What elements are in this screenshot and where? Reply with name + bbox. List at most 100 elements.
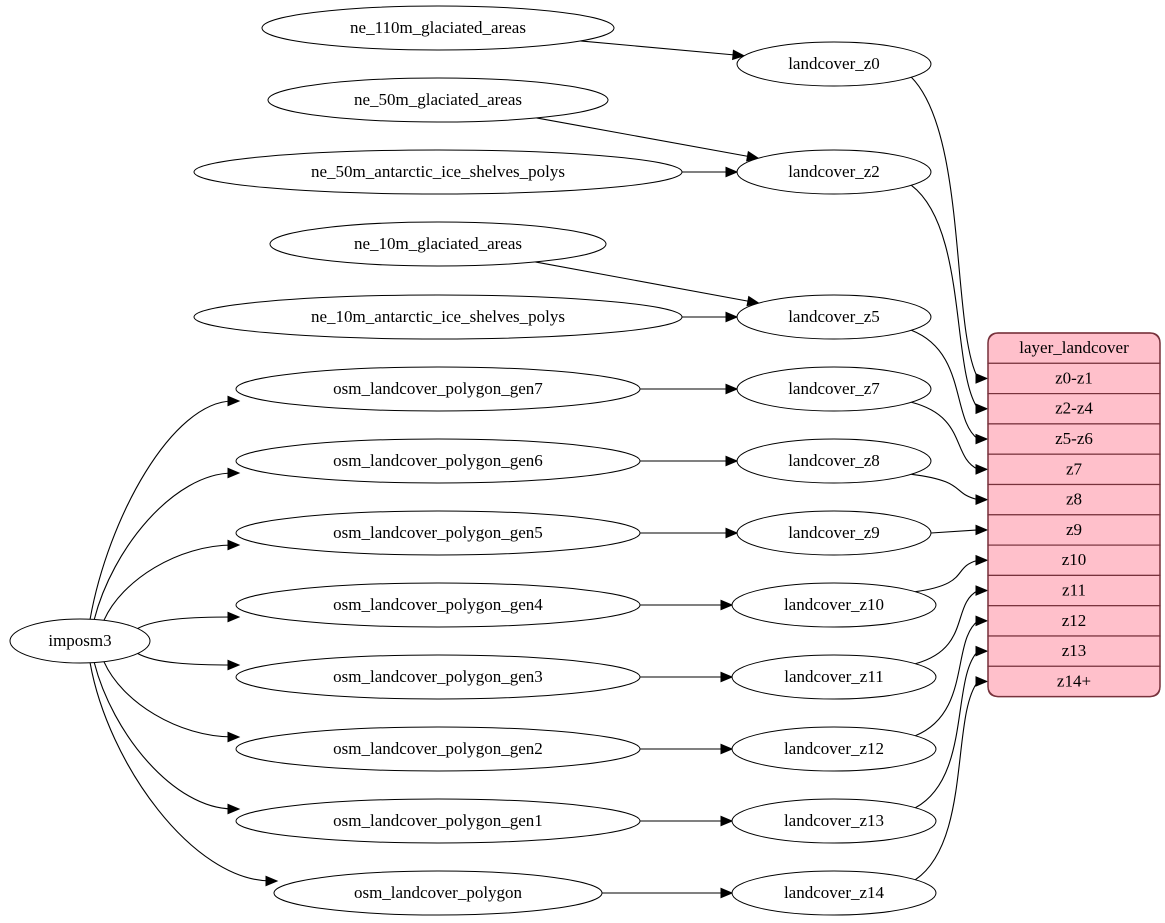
node-shape [235,366,641,412]
edge-line [89,400,234,620]
osm-source-node[interactable]: osm_landcover_polygon_gen2 [235,726,641,772]
node-shape [193,149,683,195]
edge-landcover-to-table-row [915,554,989,593]
edge-arrowhead [720,887,734,899]
ne-source-node[interactable]: ne_110m_glaciated_areas [261,5,615,51]
imposm3-node[interactable]: imposm3 [9,618,151,664]
ne-source-node[interactable]: ne_50m_glaciated_areas [267,77,609,123]
edge-osm-to-landcover [640,455,739,467]
landcover-node[interactable]: landcover_z5 [736,294,932,340]
edge-line [911,184,979,410]
node-label: osm_landcover_polygon [354,883,523,902]
node-label: landcover_z5 [788,307,880,326]
ne-source-node[interactable]: ne_10m_antarctic_ice_shelves_polys [193,294,683,340]
edge-imposm3-to-osm [103,539,241,621]
node-shape [9,618,151,664]
node-shape [731,870,937,916]
osm-source-node[interactable]: osm_landcover_polygon_gen6 [235,438,641,484]
edge-line [911,329,979,440]
osm-source-node[interactable]: osm_landcover_polygon [273,870,603,916]
edge-osm-to-landcover [640,815,734,827]
osm-source-node[interactable]: osm_landcover_polygon_gen5 [235,510,641,556]
edge-layer [89,40,989,899]
table-row-label: z7 [1066,459,1083,478]
edge-line [915,650,979,809]
node-shape [736,149,932,195]
edge-arrowhead [227,731,241,743]
ne-source-node[interactable]: ne_50m_antarctic_ice_shelves_polys [193,149,683,195]
edge-imposm3-to-osm [93,662,241,815]
node-shape [731,582,937,628]
edge-arrowhead [227,395,241,407]
table-row-label: z14+ [1057,671,1091,690]
edge-osm-to-landcover [640,671,734,683]
node-label: landcover_z2 [788,162,880,181]
edge-line [93,472,234,620]
osm-source-node[interactable]: osm_landcover_polygon_gen1 [235,798,641,844]
landcover-node[interactable]: landcover_z7 [736,366,932,412]
edge-arrowhead [975,615,989,627]
edge-line [930,529,979,534]
table-row-label: z2-z4 [1055,399,1093,418]
table-row-label: z5-z6 [1055,429,1093,448]
table-row-label: z0-z1 [1055,368,1093,387]
node-shape [267,77,609,123]
edge-line [915,590,979,665]
edge-arrowhead [725,166,739,178]
edge-arrowhead [725,383,739,395]
edge-line [915,620,979,737]
edge-arrowhead [725,527,739,539]
landcover-node[interactable]: landcover_z13 [731,798,937,844]
edge-arrowhead [725,455,739,467]
edge-arrowhead [975,373,989,384]
table-row-label: z9 [1066,520,1082,539]
table-row-label: z12 [1062,611,1087,630]
edge-landcover-to-table-row [930,524,989,536]
node-shape [273,870,603,916]
node-shape [235,510,641,556]
landcover-node[interactable]: landcover_z0 [736,41,932,87]
table-row-label: z8 [1066,490,1082,509]
edge-arrowhead [975,494,989,506]
edge-osm-to-landcover [640,527,739,539]
landcover-node[interactable]: landcover_z14 [731,870,937,916]
edge-line [89,662,272,882]
node-shape [269,221,607,267]
osm-source-node[interactable]: osm_landcover_polygon_gen3 [235,654,641,700]
landcover-node[interactable]: landcover_z11 [731,654,937,700]
landcover-node[interactable]: landcover_z10 [731,582,937,628]
node-label: osm_landcover_polygon_gen4 [333,595,543,614]
node-shape [731,798,937,844]
node-shape [731,654,937,700]
edge-arrowhead [975,645,989,657]
landcover-node[interactable]: landcover_z8 [736,438,932,484]
node-label: landcover_z10 [784,595,884,614]
table-row[interactable] [987,574,1161,607]
edge-arrowhead [227,467,241,479]
edge-osm-to-landcover [640,599,734,611]
landcover-node[interactable]: landcover_z12 [731,726,937,772]
edge-arrowhead [975,433,989,445]
osm-source-node[interactable]: osm_landcover_polygon_gen7 [235,366,641,412]
edge-line [535,261,750,303]
edge-arrowhead [227,803,241,815]
table-row-label: z13 [1062,641,1087,660]
node-label: ne_50m_glaciated_areas [354,90,522,109]
table-row-label: z11 [1062,580,1086,599]
node-label: osm_landcover_polygon_gen5 [333,523,543,542]
landcover-node[interactable]: landcover_z2 [736,149,932,195]
osm-source-node[interactable]: osm_landcover_polygon_gen4 [235,582,641,628]
edge-line [137,652,234,666]
table-row-label: z10 [1062,550,1087,569]
node-shape [736,366,932,412]
landcover-node[interactable]: landcover_z9 [736,510,932,556]
edge-arrowhead [227,659,241,671]
edge-imposm3-to-osm [103,661,241,743]
edge-arrowhead [265,875,279,887]
ne-source-node[interactable]: ne_10m_glaciated_areas [269,221,607,267]
edge-osm-to-landcover [640,383,739,395]
edge-line [103,544,234,621]
edge-arrowhead [725,311,739,323]
edge-arrowhead [975,585,989,596]
